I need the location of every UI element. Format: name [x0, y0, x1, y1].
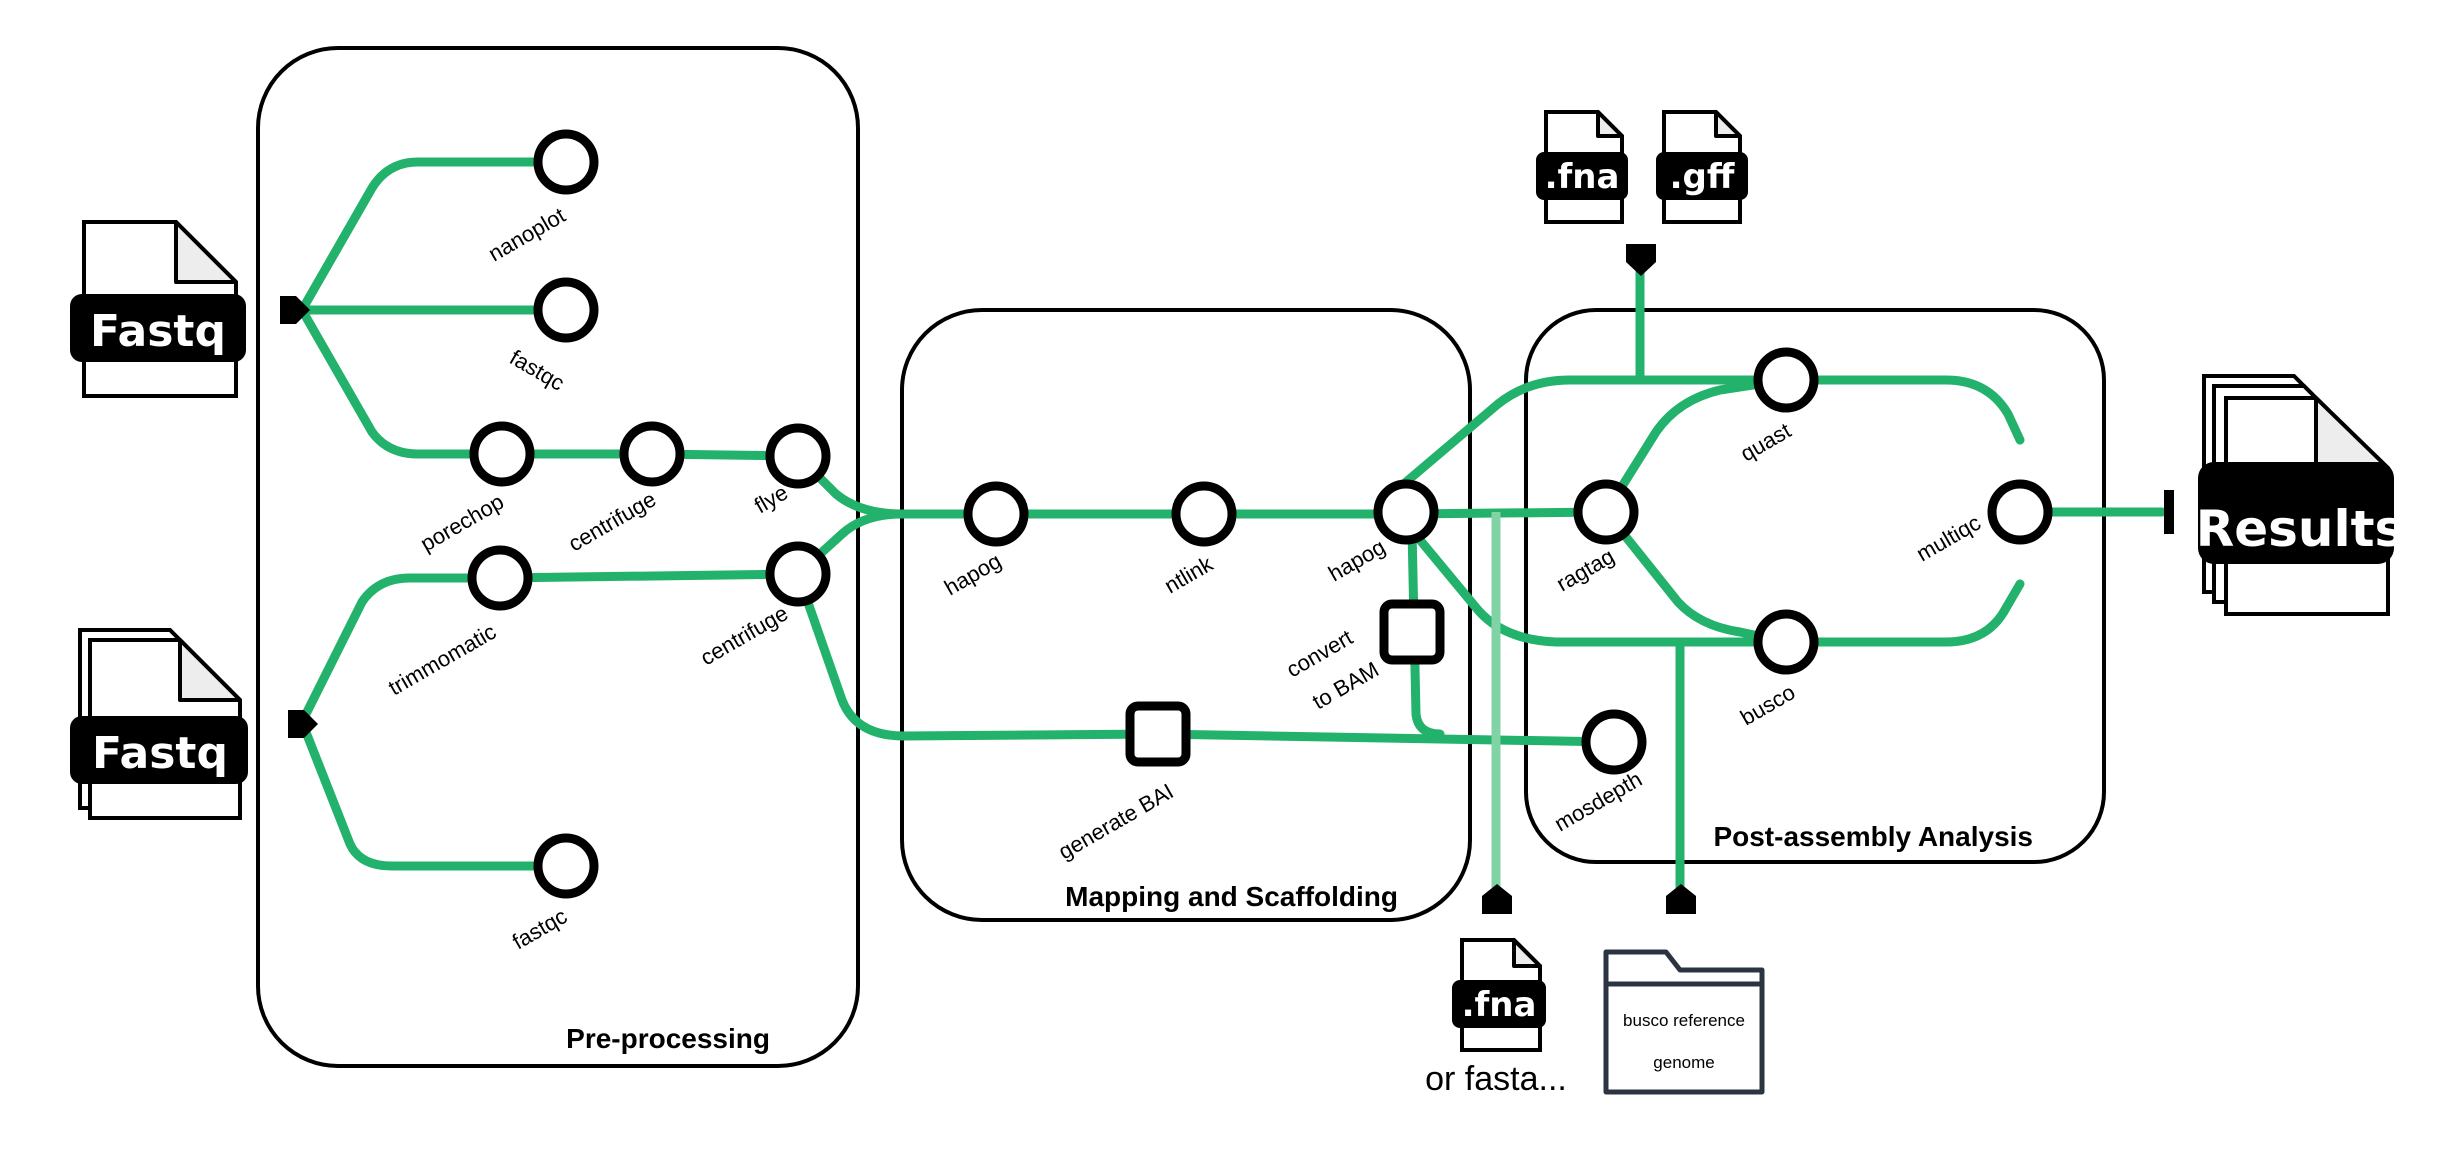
or-fasta-label: or fasta... [1425, 1060, 1567, 1098]
label-ntlink: ntlink [1160, 551, 1218, 599]
line-quast-multiqc [1781, 375, 2025, 445]
busco-ref-label-1: busco reference [1623, 1011, 1745, 1030]
line-trimmomatic-centrifuge [495, 569, 803, 583]
line-to-fastqc-bottom [297, 717, 571, 871]
post-assembly-title: Post-assembly Analysis [1713, 821, 2033, 852]
preprocessing-group-box [256, 46, 860, 1068]
station-multiqc[interactable] [1987, 479, 2053, 545]
line-to-trimmomatic [297, 573, 505, 727]
stations [467, 129, 2053, 899]
label-ragtag: ragtag [1552, 543, 1619, 596]
station-centrifuge-top[interactable] [619, 421, 685, 487]
label-centrifuge-bottom: centrifuge [696, 600, 792, 670]
station-convert-bam[interactable] [1379, 599, 1445, 665]
busco-reference-folder-icon: busco reference genome [1603, 949, 1765, 1095]
fastq-badge-1 [70, 294, 246, 362]
station-hapog-1[interactable] [963, 481, 1029, 547]
post-assembly-group-box [1524, 308, 2106, 864]
station-porechop[interactable] [469, 421, 535, 487]
fastq-file-icon-1: Fastq [70, 220, 246, 398]
mapping-group-box [900, 308, 1472, 922]
line-to-porechop [297, 305, 507, 459]
fna-bottom-icon: .fna [1452, 938, 1546, 1052]
station-generate-bai[interactable] [1125, 701, 1191, 767]
line-hapog-busco [1415, 535, 1791, 647]
label-fastqc-bottom: fastqc [508, 903, 571, 954]
fastq-badge-2 [70, 716, 248, 784]
station-centrifuge-bottom[interactable] [765, 541, 831, 607]
results-output-cap [2164, 490, 2174, 534]
station-quast[interactable] [1753, 347, 1819, 413]
line-hapog-quast [1401, 375, 1791, 487]
gff-ref-label: .gff [1670, 157, 1735, 197]
label-nanoplot: nanoplot [484, 202, 570, 266]
station-flye[interactable] [765, 423, 831, 489]
station-ntlink[interactable] [1171, 481, 1237, 547]
line-centrifuge-bai-mosdepth [793, 569, 1619, 747]
label-centrifuge-top: centrifuge [564, 486, 660, 556]
line-ragtag-quast [1601, 375, 1791, 517]
results-label: Results [2196, 500, 2405, 558]
label-hapog-1: hapog [940, 548, 1005, 600]
label-hapog-2: hapog [1324, 534, 1389, 586]
station-hapog-2[interactable] [1373, 479, 1439, 545]
line-hapog-bam [1407, 525, 1445, 739]
line-centrifuge-merge [793, 509, 907, 579]
label-trimmomatic: trimmomatic [384, 619, 500, 701]
station-nanoplot[interactable] [533, 129, 599, 195]
fastq-label-1: Fastq [90, 306, 226, 357]
fna-ref-label: .fna [1545, 157, 1620, 197]
station-fastqc-bottom[interactable] [533, 833, 599, 899]
label-fastqc-top: fastqc [506, 345, 569, 396]
fastq-input-cap-top [280, 296, 310, 324]
fasta-input-cap [1482, 884, 1512, 914]
line-to-nanoplot [297, 157, 571, 315]
fastq-label-2: Fastq [92, 728, 228, 779]
results-badge [2198, 462, 2394, 564]
busco-ref-input-cap [1666, 884, 1696, 914]
label-quast: quast [1736, 418, 1795, 467]
line-ragtag-busco [1601, 507, 1791, 647]
station-ragtag[interactable] [1573, 479, 1639, 545]
fastq-file-icon-2: Fastq [70, 628, 248, 820]
line-hapog-ragtag [1401, 507, 1611, 519]
label-mosdepth: mosdepth [1550, 766, 1646, 836]
preprocessing-title: Pre-processing [566, 1023, 770, 1054]
label-generate-bai: generate BAI [1054, 778, 1178, 864]
station-trimmomatic[interactable] [467, 545, 533, 611]
label-multiqc: multiqc [1912, 510, 1985, 566]
station-fastqc-top[interactable] [533, 277, 599, 343]
label-busco: busco [1736, 679, 1799, 730]
fna-bottom-label: .fna [1462, 985, 1537, 1025]
station-busco[interactable] [1753, 609, 1819, 675]
gff-ref-icon: .gff [1656, 110, 1748, 224]
busco-ref-label-2: genome [1653, 1053, 1714, 1072]
mapping-title: Mapping and Scaffolding [1065, 881, 1398, 912]
ref-input-cap [1626, 244, 1656, 276]
results-file-icon: Results [2196, 374, 2405, 616]
line-busco-multiqc [1781, 579, 2025, 647]
fastq-input-cap-bottom [288, 710, 318, 738]
fna-ref-icon: .fna [1536, 110, 1628, 224]
station-mosdepth[interactable] [1581, 709, 1647, 775]
